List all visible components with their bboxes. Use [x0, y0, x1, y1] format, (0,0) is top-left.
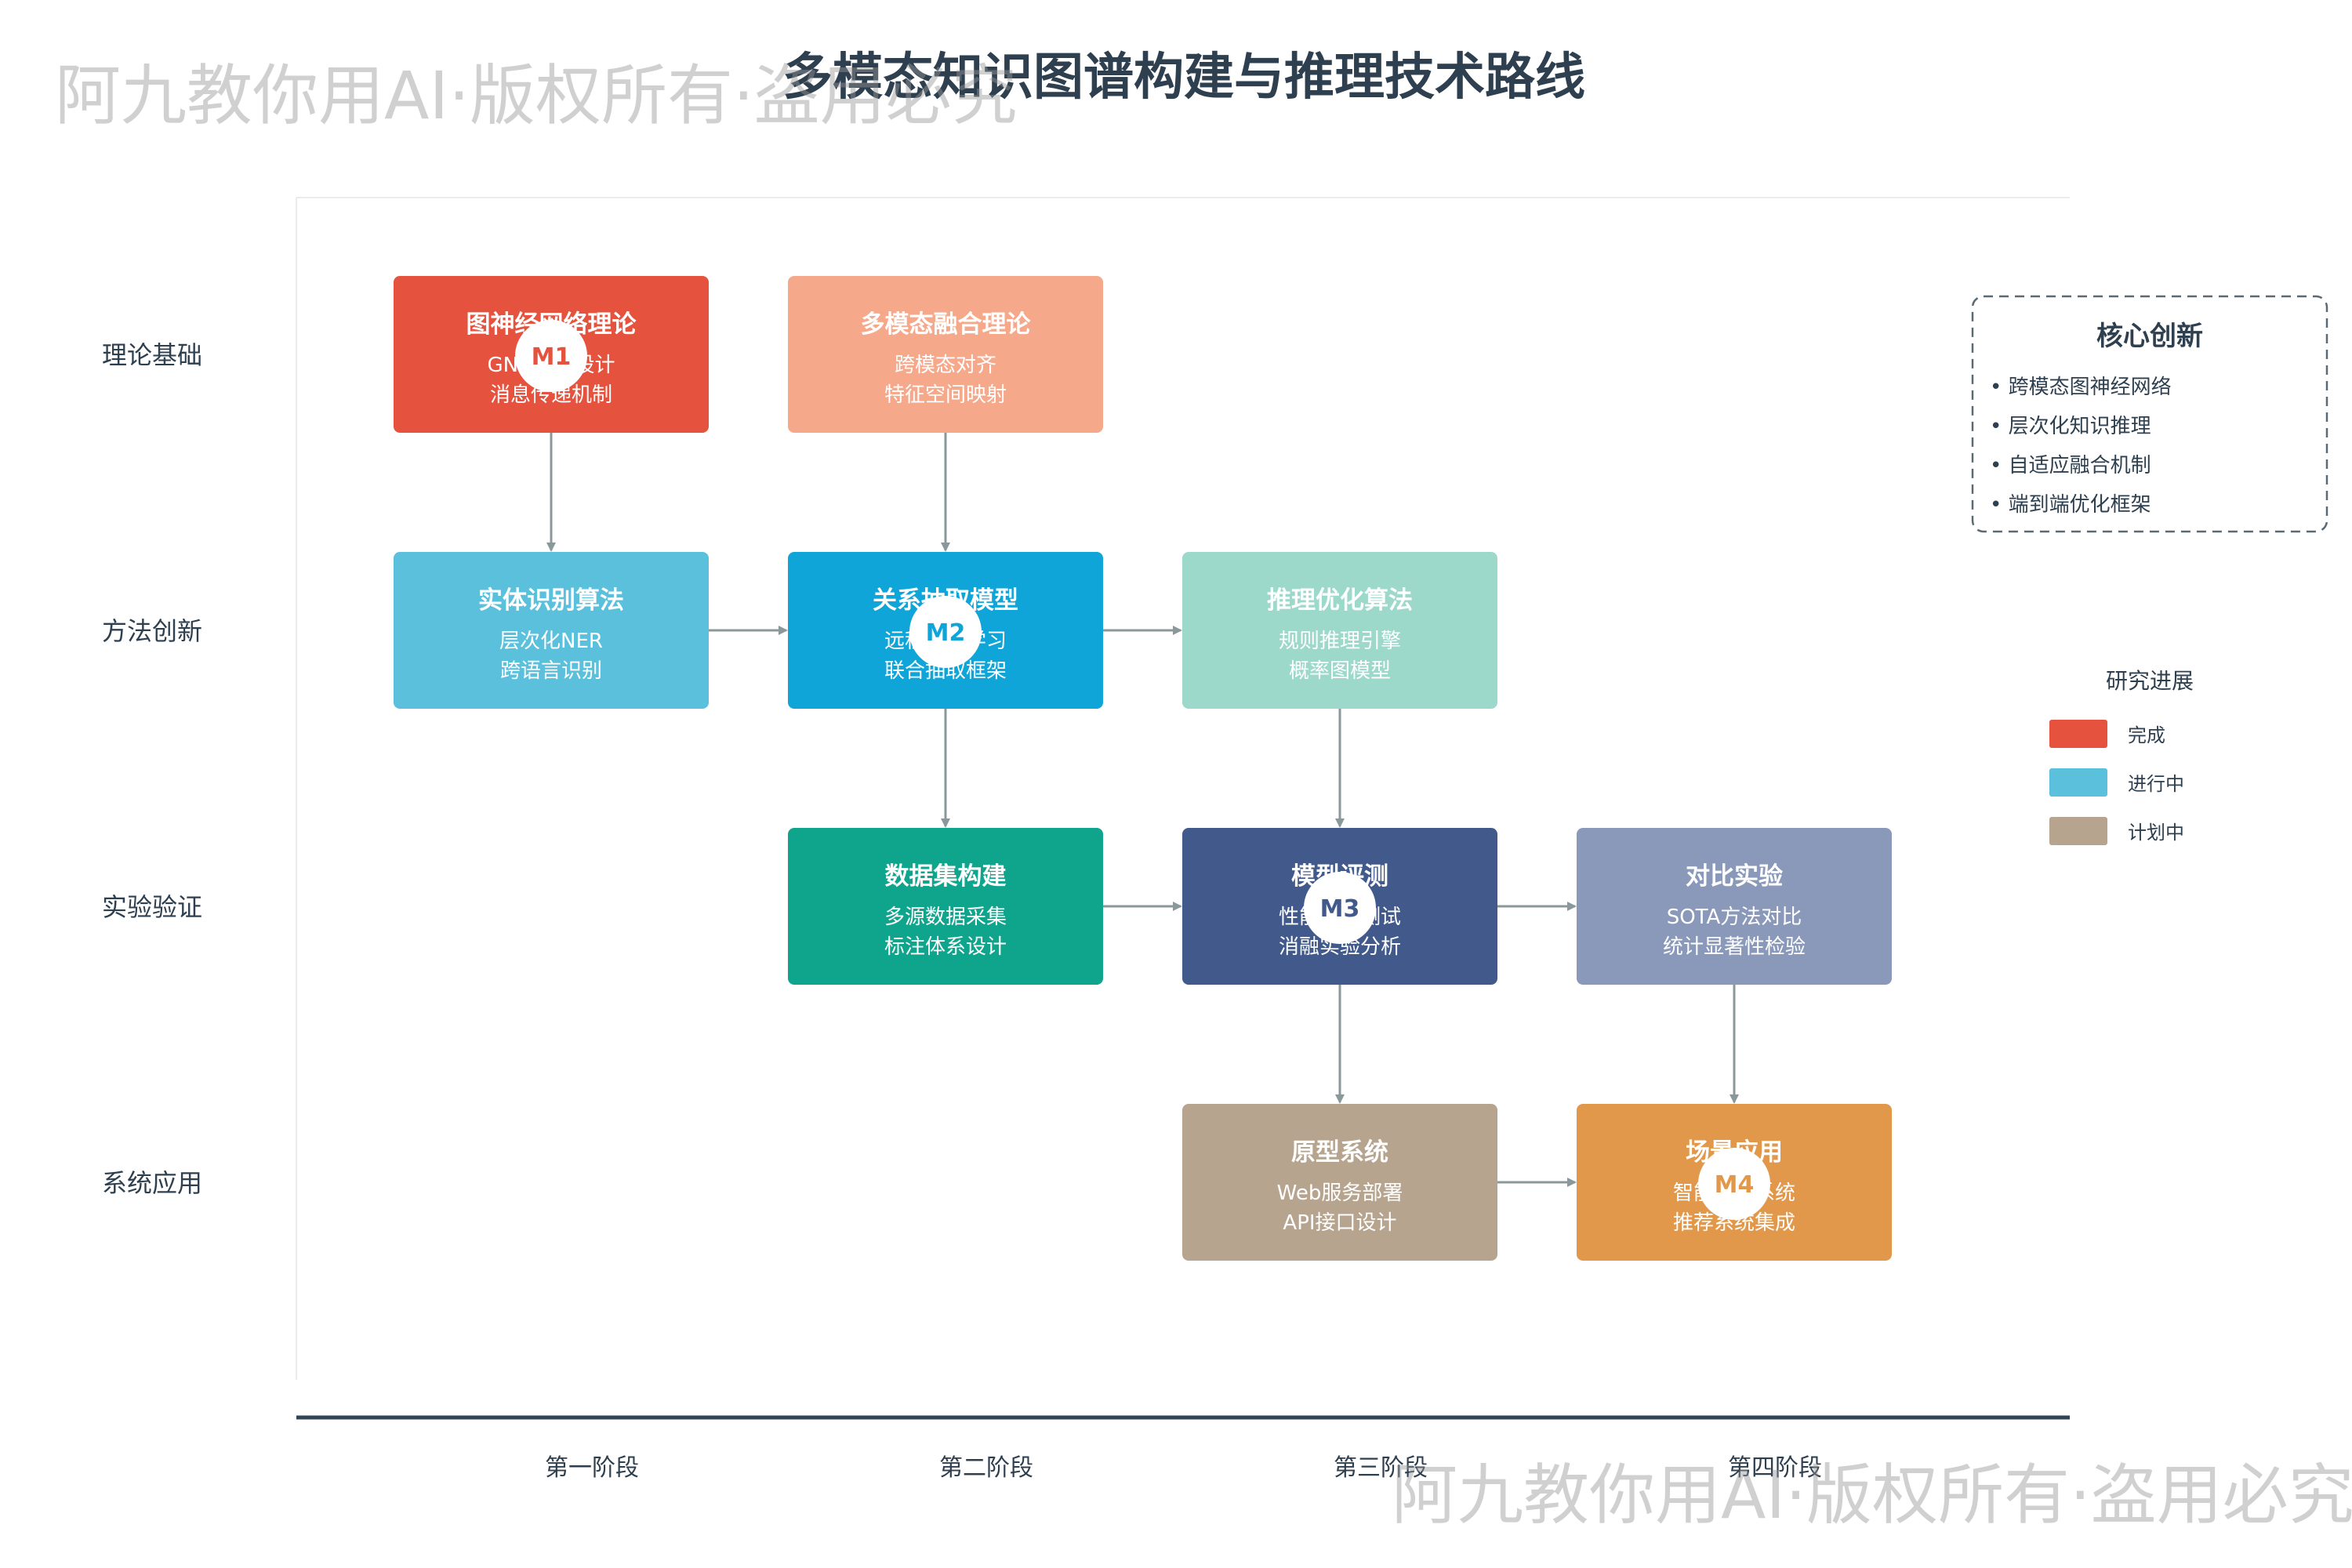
node-dataset[interactable]	[788, 828, 1103, 985]
legend-swatch	[2049, 817, 2107, 845]
innovation-item: • 跨模态图神经网络	[1990, 376, 2172, 399]
node-detail: SOTA方法对比	[1667, 906, 1802, 929]
stage-label: 第二阶段	[939, 1454, 1033, 1482]
node-title: 推理优化算法	[1267, 586, 1413, 615]
node-detail: 规则推理引擎	[1279, 630, 1401, 653]
stage-label: 第一阶段	[545, 1454, 639, 1482]
innovation-title: 核心创新	[2096, 321, 2203, 352]
legend-swatch	[2049, 768, 2107, 797]
legend-label: 计划中	[2128, 822, 2184, 844]
milestone-badge	[909, 596, 982, 668]
milestone-badge	[1304, 872, 1376, 944]
node-detail: API接口设计	[1283, 1211, 1396, 1235]
node-detail: 标注体系设计	[884, 935, 1007, 959]
row-label: 理论基础	[102, 340, 202, 370]
legend-label: 进行中	[2128, 773, 2184, 795]
row-label: 系统应用	[102, 1168, 202, 1198]
node-proto[interactable]	[1182, 1104, 1497, 1261]
node-detail: Web服务部署	[1277, 1181, 1403, 1205]
watermark-top: 阿九教你用AI·版权所有·盗用必究	[55, 57, 1018, 134]
node-detail: 层次化NER	[499, 630, 603, 653]
node-ner[interactable]	[394, 552, 709, 709]
row-label: 实验验证	[102, 892, 202, 922]
innovation-box	[1971, 295, 2328, 533]
node-detail: 统计显著性检验	[1663, 935, 1806, 959]
milestone-label: M3	[1320, 895, 1360, 923]
milestone-label: M1	[532, 343, 572, 371]
node-detail: 概率图模型	[1289, 659, 1391, 683]
node-compare[interactable]	[1577, 828, 1892, 985]
milestone-badge	[1698, 1148, 1770, 1220]
row-label: 方法创新	[102, 616, 202, 646]
milestone-badge	[515, 320, 587, 392]
node-detail: 跨语言识别	[500, 659, 602, 683]
node-fusion[interactable]	[788, 276, 1103, 433]
milestone-label: M4	[1715, 1171, 1755, 1199]
node-title: 原型系统	[1291, 1138, 1388, 1167]
node-detail: 跨模态对齐	[895, 354, 996, 377]
node-title: 多模态融合理论	[861, 310, 1032, 339]
node-detail: 多源数据采集	[884, 906, 1007, 929]
milestone-label: M2	[926, 619, 966, 647]
page-title: 多模态知识图谱构建与推理技术路线	[782, 49, 1585, 107]
stage-label: 第四阶段	[1728, 1454, 1822, 1482]
innovation-item: • 层次化知识推理	[1990, 415, 2151, 438]
legend-title: 研究进展	[2106, 668, 2194, 694]
stage-label: 第三阶段	[1334, 1454, 1428, 1482]
innovation-item: • 端到端优化框架	[1990, 493, 2151, 517]
watermark-bottom: 阿九教你用AI·版权所有·盗用必究	[1392, 1457, 2352, 1534]
node-detail: 特征空间映射	[884, 383, 1007, 407]
innovation-item: • 自适应融合机制	[1990, 454, 2151, 477]
node-title: 对比实验	[1686, 862, 1783, 891]
node-reasoning[interactable]	[1182, 552, 1497, 709]
legend-swatch	[2049, 720, 2107, 748]
node-title: 实体识别算法	[478, 586, 624, 615]
legend-label: 完成	[2128, 724, 2165, 746]
node-title: 数据集构建	[885, 862, 1007, 891]
